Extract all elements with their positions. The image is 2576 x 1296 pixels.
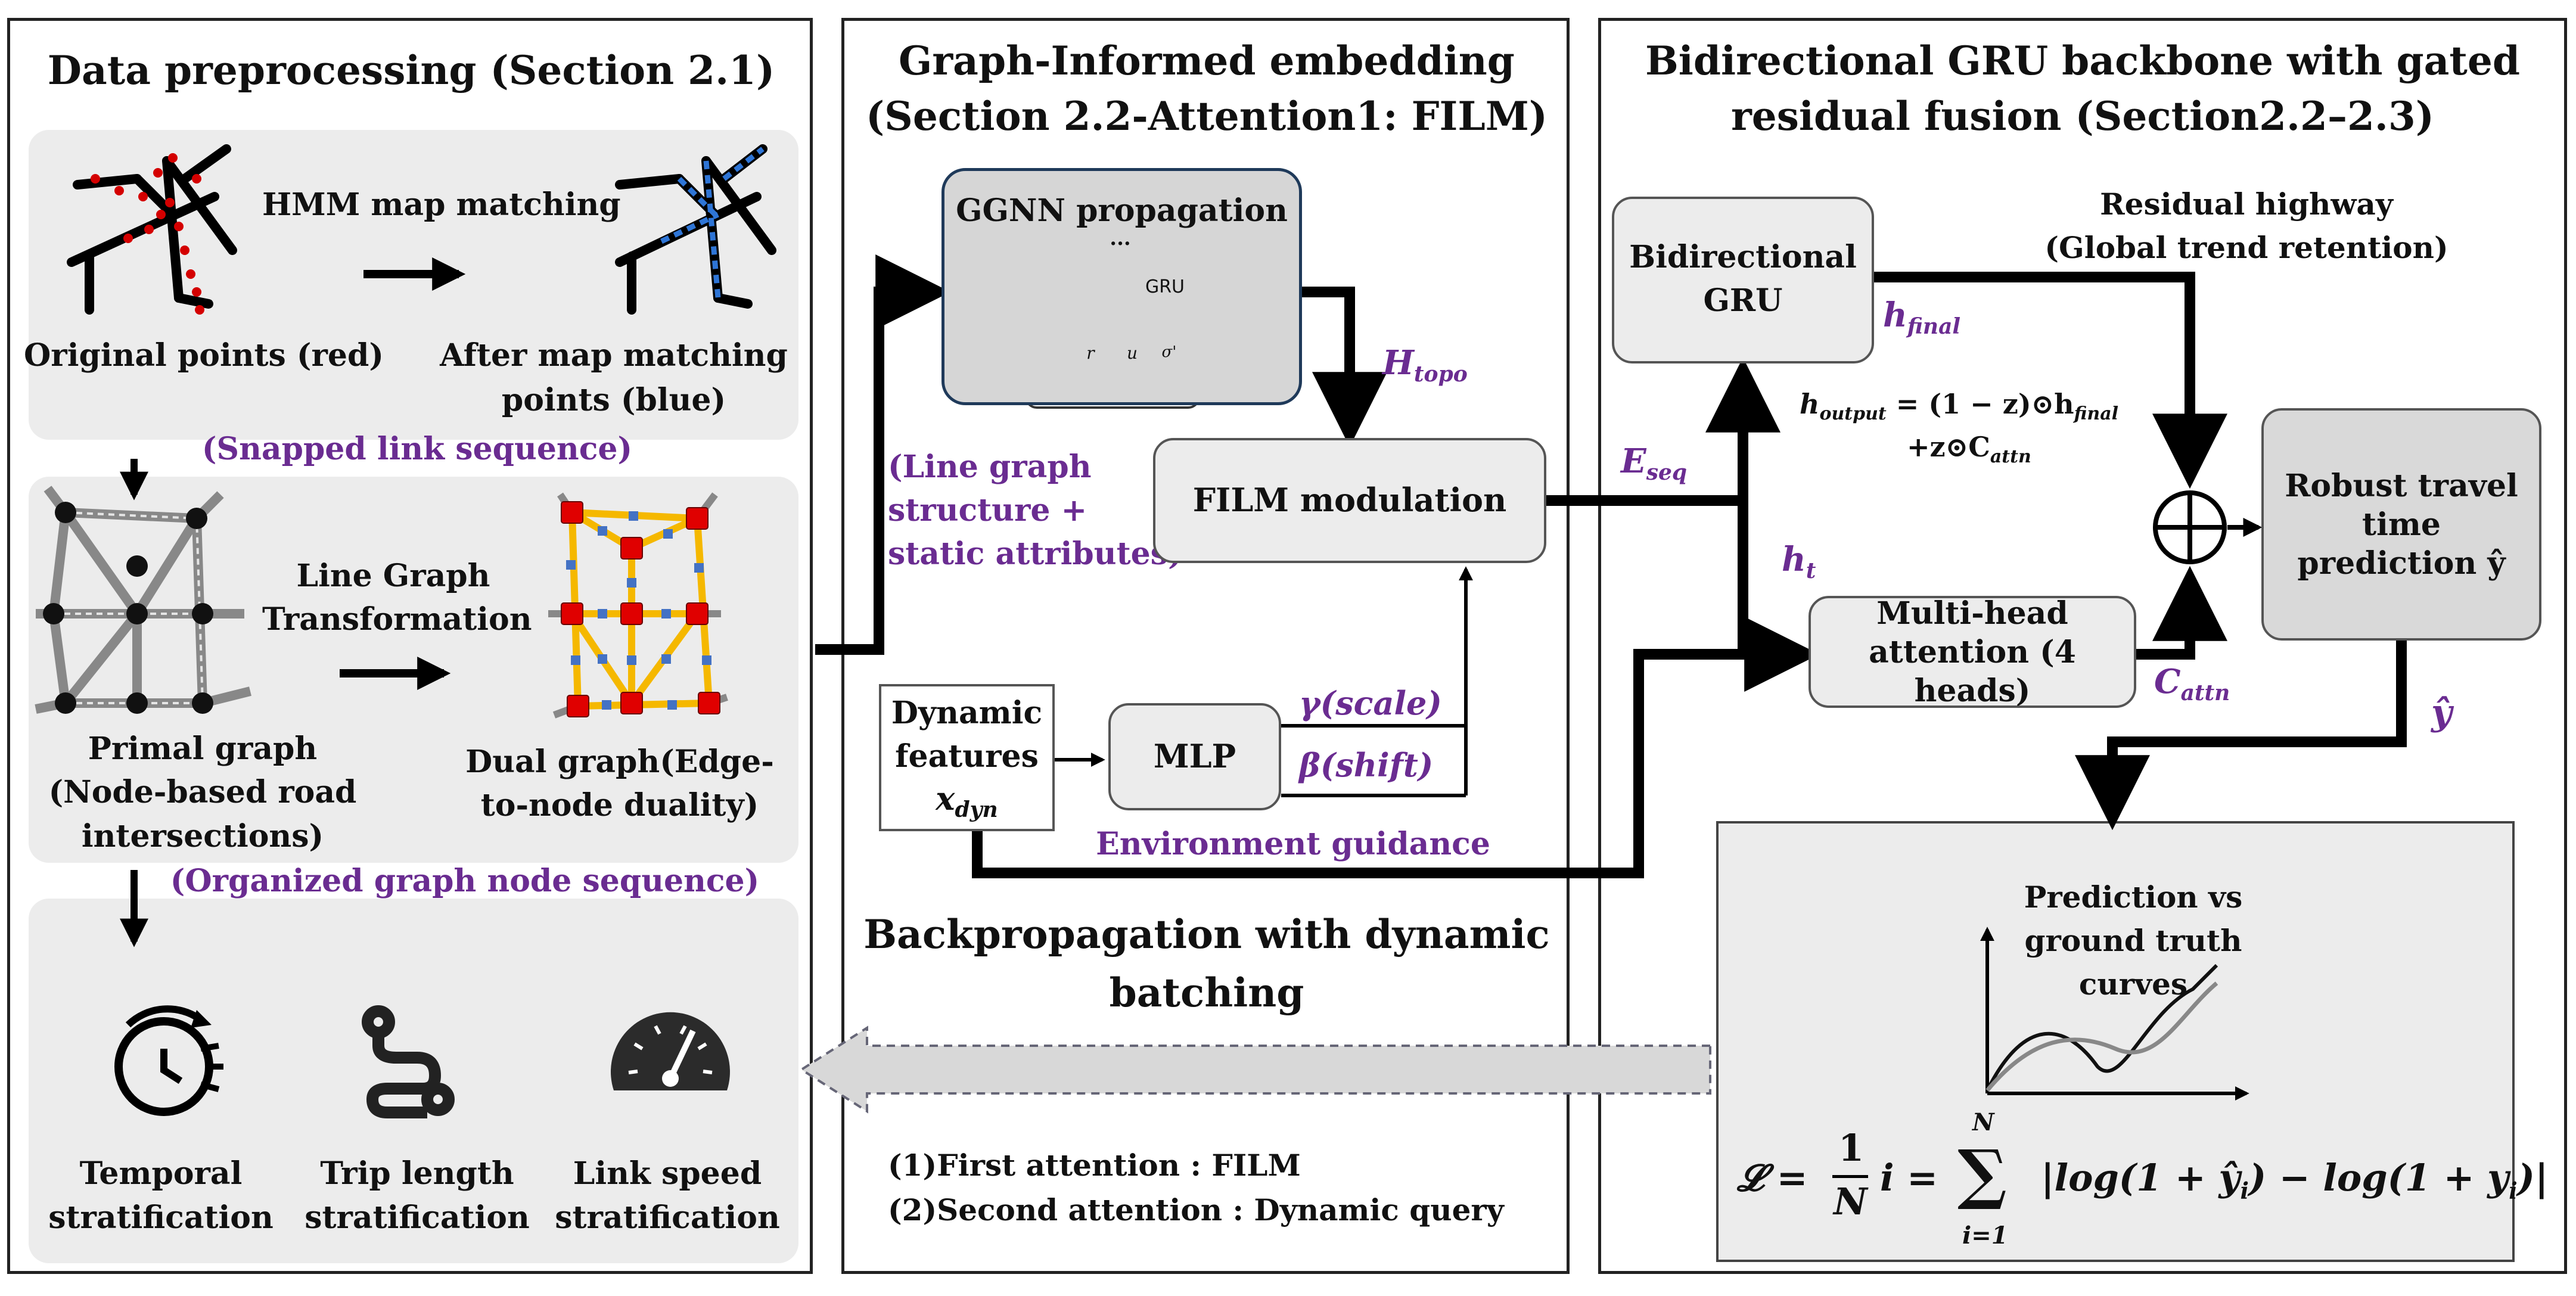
right-panel-title-2: residual fusion (Section2.2–2.3): [1730, 93, 2435, 139]
middle-panel-title-1: Graph-Informed embedding: [899, 38, 1515, 84]
line-graph-input-label-2: structure +: [888, 492, 1087, 529]
road-network-matched-icon: [615, 144, 776, 315]
dynamic-features-box: [879, 684, 1055, 831]
attention-note-1: (1)First attention : FILM: [888, 1148, 1301, 1183]
bigru-label-1: Bidirectional: [1629, 239, 1857, 275]
speedometer-icon: [611, 1012, 730, 1090]
mha-label-2: attention (4 heads): [1869, 633, 2076, 709]
gate-s-label: σ': [1161, 343, 1177, 361]
beta-shift-label: β(shift): [1299, 746, 1434, 784]
link-speed-label-2: stratification: [555, 1199, 780, 1236]
primal-graph-label-3: intersections): [81, 818, 324, 854]
prediction-chart-label-1: Prediction vs: [2024, 879, 2243, 915]
y-hat-label: ŷ: [2431, 692, 2452, 734]
gamma-scale-label: γ(scale): [1299, 684, 1442, 722]
robust-prediction-box: Robust travel time prediction ŷ: [2261, 408, 2541, 641]
road-network-original-icon: [67, 144, 237, 315]
residual-highway-label-2: (Global trend retention): [2044, 230, 2448, 265]
mlp-box: MLP: [1108, 703, 1281, 810]
link-speed-label-1: Link speed: [573, 1155, 762, 1192]
e-seq-label: Eseq: [1621, 442, 1688, 486]
line-graph-input-label-1: (Line graph: [888, 449, 1092, 485]
mha-label-1: Multi-head: [1876, 595, 2068, 632]
line-graph-label-2: Transformation: [262, 601, 532, 638]
dynamic-features-label-1: Dynamic: [891, 695, 1043, 731]
right-panel-title-1: Bidirectional GRU backbone with gated: [1645, 38, 2520, 84]
h-topo-label: Htopo: [1382, 343, 1468, 387]
dual-graph-label-2: to-node duality): [480, 787, 759, 823]
residual-highway-label-1: Residual highway: [2100, 187, 2393, 222]
original-points-label: Original points (red): [24, 337, 384, 374]
temporal-label-1: Temporal: [79, 1155, 243, 1192]
prediction-chart-label-3: curves: [2078, 966, 2188, 1002]
middle-panel-title-2: (Section 2.2-Attention1: FILM): [865, 93, 1548, 139]
multi-head-attention-box: Multi-head attention (4 heads): [1809, 595, 2136, 709]
snapped-link-label: (Snapped link sequence): [201, 431, 633, 467]
temporal-label-2: stratification: [48, 1199, 274, 1236]
stopwatch-icon: [114, 1005, 223, 1116]
robust-label-2: time: [2362, 506, 2441, 543]
gated-fusion-equation-2: +z⊙Cattn: [1907, 431, 2031, 468]
environment-guidance-label: Environment guidance: [1096, 826, 1490, 862]
robust-label-3: prediction ŷ: [2297, 545, 2506, 582]
c-attn-label: Cattn: [2154, 662, 2230, 706]
ggnn-title: GGNN propagation: [956, 192, 1288, 229]
loss-panel: [1716, 821, 2515, 1262]
h-final-label: hfinal: [1883, 296, 1961, 340]
film-modulation-box: FILM modulation: [1153, 438, 1546, 563]
prediction-curves-chart: [1980, 927, 2249, 1101]
primal-graph-label-2: (Node-based road: [48, 774, 357, 810]
left-panel-title: Data preprocessing (Section 2.1): [47, 47, 775, 94]
oplus-fusion-icon: [2153, 490, 2227, 564]
backprop-title-2: batching: [1109, 969, 1304, 1016]
dynamic-features-symbol: xdyn: [936, 779, 998, 822]
organized-sequence-label: (Organized graph node sequence): [170, 863, 760, 899]
dual-graph-label-1: Dual graph(Edge-: [465, 744, 774, 780]
trip-length-label-2: stratification: [304, 1199, 530, 1236]
ggnn-dots: ...: [1110, 226, 1131, 250]
dynamic-features-label-2: features: [895, 738, 1039, 775]
red-gps-points: [91, 153, 204, 315]
backprop-arrow: [799, 1025, 1711, 1114]
attention-note-2: (2)Second attention : Dynamic query: [888, 1192, 1504, 1227]
primal-graph-label-1: Primal graph: [88, 731, 318, 767]
bigru-label-2: GRU: [1703, 282, 1783, 319]
ggnn-propagation-box: [941, 168, 1302, 405]
line-graph-input-label-3: static attributes): [888, 536, 1183, 572]
loss-equation: 𝓛 = 1 N i = N ∑ i=1 |log(1 + ŷi) − log(1…: [1737, 1108, 2549, 1250]
robust-label-1: Robust travel: [2285, 467, 2518, 504]
gate-r-label: r: [1086, 343, 1095, 363]
bigru-box: [1612, 197, 1874, 363]
trip-length-label-1: Trip length: [320, 1155, 514, 1192]
route-icon: [362, 1005, 455, 1118]
prediction-chart-label-2: ground truth: [2024, 923, 2242, 958]
gate-u-label: u: [1126, 343, 1138, 363]
after-matching-label-2: points (blue): [501, 382, 726, 418]
after-matching-label-1: After map matching: [440, 337, 788, 374]
hmm-label: HMM map matching: [262, 187, 621, 223]
gated-fusion-equation-1: houtput = (1 − z)⊙hfinal: [1800, 388, 2119, 425]
backprop-title-1: Backpropagation with dynamic: [863, 911, 1550, 958]
h-t-label: ht: [1782, 540, 1816, 584]
line-graph-label-1: Line Graph: [296, 558, 490, 594]
gru-cell-label: GRU: [1145, 276, 1185, 297]
